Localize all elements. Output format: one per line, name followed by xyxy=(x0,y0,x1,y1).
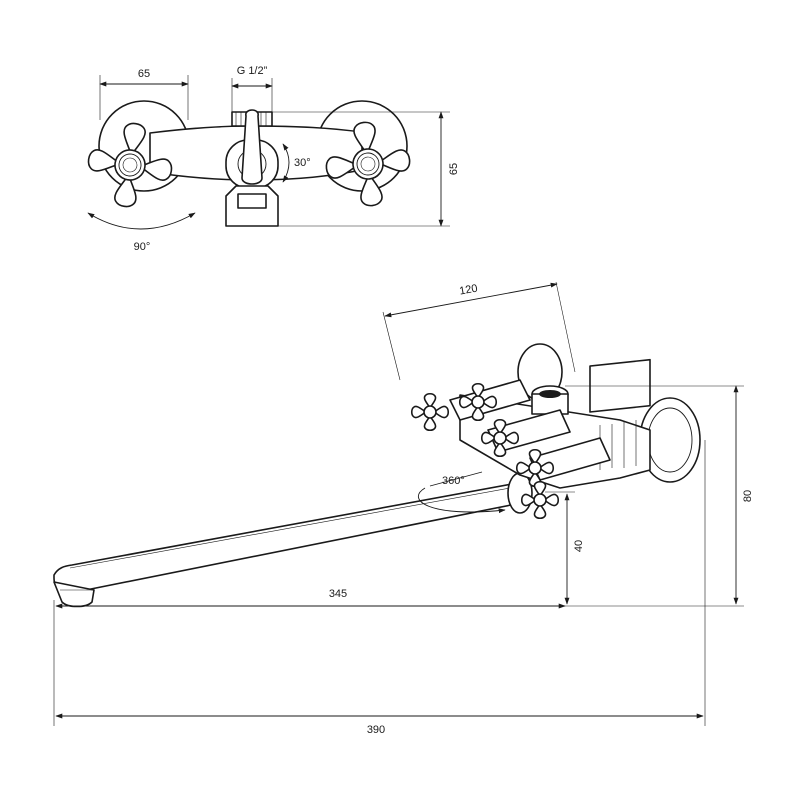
dim-height: 65 xyxy=(448,163,460,175)
side-view: 120 360° 40 80 345 390 xyxy=(53,281,754,736)
dim-spout-height: 40 xyxy=(573,540,585,552)
angle-handle: 90° xyxy=(134,241,151,253)
rotation-arrow-icon xyxy=(282,143,290,183)
front-view: 65 G 1/2” 65 30° 90° xyxy=(82,65,460,253)
side-body xyxy=(459,394,651,489)
switch-lever xyxy=(241,109,263,185)
dim-depth: 120 xyxy=(458,283,478,298)
rotation-arrow-icon xyxy=(418,487,506,514)
dim-total-height: 80 xyxy=(742,490,754,502)
dim-total-length: 390 xyxy=(367,724,385,736)
spout-swivel xyxy=(507,472,533,514)
angle-switch: 30° xyxy=(294,157,311,169)
dim-spout-length: 345 xyxy=(329,588,347,600)
rotation-arrow-tail xyxy=(429,471,483,487)
angle-spout: 360° xyxy=(442,475,465,487)
cross-handle-icon xyxy=(410,392,450,432)
dim-line-120 xyxy=(384,282,558,318)
outlet-nut xyxy=(237,193,267,209)
spout xyxy=(53,483,517,594)
rotation-arrow-icon xyxy=(87,212,196,230)
dim-handle-spacing: 65 xyxy=(138,68,150,80)
dim-thread: G 1/2” xyxy=(237,65,268,77)
